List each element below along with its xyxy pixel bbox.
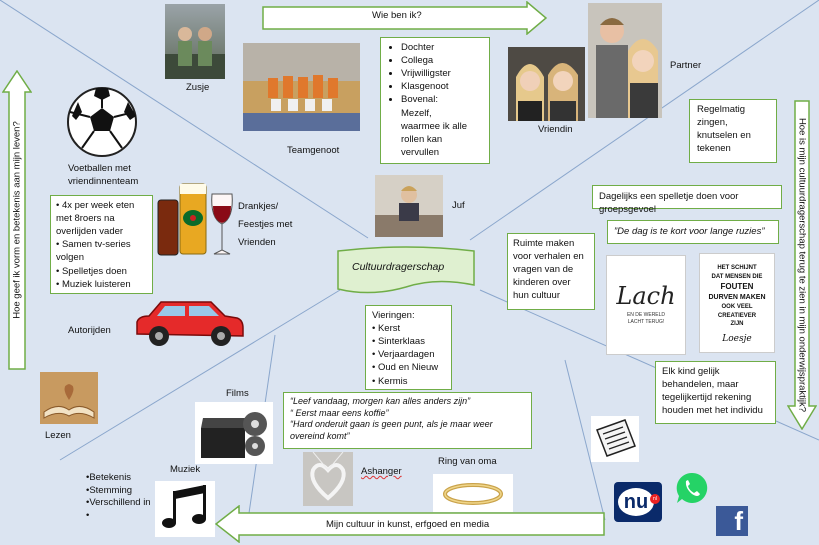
music-note-icon [155, 481, 215, 537]
sister-photo [165, 4, 225, 79]
football-caption: Voetballen met vriendinnenteam [68, 163, 139, 187]
ash-pendant-caption: Ashanger [361, 466, 402, 477]
partner-photo [588, 3, 662, 118]
sister-caption: Zusje [186, 82, 210, 93]
classroom-singing-box: Regelmatig zingen, knutselen en tekenen [689, 99, 777, 163]
reading-caption: Lezen [45, 430, 71, 441]
right-arrow-label: Hoe is mijn cultuurdragerschap terug te … [796, 117, 808, 413]
role-item: Bovenal: Mezelf, waarmee ik alle rollen … [401, 93, 467, 159]
classroom-game-box: Dagelijks een spelletje doen voor groeps… [592, 185, 782, 215]
right-arrow [787, 100, 817, 430]
role-item: Collega [401, 54, 485, 67]
teacher-photo [375, 175, 443, 237]
poster-loesje: HET SCHIJNT DAT MENSEN DIE FOUTEN DURVEN… [699, 253, 775, 353]
music-caption: Muziek [170, 464, 201, 475]
left-arrow [2, 70, 32, 370]
friend-caption: Vriendin [538, 124, 573, 135]
friend-photo [508, 47, 585, 121]
bottom-arrow-label: Mijn cultuur in kunst, erfgoed en media [326, 519, 490, 530]
media-note: •Betekenis [86, 472, 132, 483]
ring-icon [433, 474, 513, 512]
celebration-item: Kermis [372, 375, 445, 388]
poster-loesje-line: ZIJN [730, 321, 744, 328]
quote-line: “Hard onderuit gaan is geen punt, als je… [290, 419, 493, 442]
media-note-text: Verschillend in genres [89, 497, 150, 509]
leisure-list: 4x per week eten met 8roers na overlijde… [56, 199, 147, 291]
film-icon [195, 402, 273, 464]
poster-lach-sub: EN DE WERELD LACHT TERUG! [626, 312, 666, 325]
quote-line: “Leef vandaag, morgen kan alles anders z… [290, 396, 471, 406]
drinks-caption-text: Drankjes/ Feestjes met Vrienden [238, 201, 293, 249]
whatsapp-icon [676, 472, 708, 503]
quote-line: “ Eerst maar eens koffie” [290, 407, 389, 418]
poster-lach: Lach EN DE WERELD LACHT TERUG! [606, 255, 686, 355]
teammate-caption: Teamgenoot [287, 145, 340, 156]
nu-logo-icon: nu nl [614, 482, 662, 522]
role-item: Dochter [401, 41, 485, 54]
classroom-stories-box: Ruimte maken voor verhalen en vragen van… [507, 233, 595, 310]
celebrations-box: Vieringen: Kerst Sinterklaas Verjaardage… [365, 305, 452, 390]
poster-loesje-sign: Loesje [722, 334, 752, 345]
role-item: Vrijwilligster [401, 67, 485, 80]
teacher-caption: Juf [452, 200, 465, 211]
nu-logo-suffix: nl [650, 494, 660, 504]
role-item: Klasgenoot [401, 80, 485, 93]
nu-logo-text: nu [618, 488, 654, 516]
leisure-item: 4x per week eten met 8roers na overlijde… [56, 199, 147, 238]
facebook-logo-text: f [734, 506, 743, 536]
media-note: •Stemming [86, 484, 133, 496]
celebration-item: Sinterklaas [372, 335, 445, 348]
celebration-item: Verjaardagen [372, 348, 445, 361]
poster-loesje-line: DURVEN MAKEN [708, 293, 766, 301]
classroom-quote-box: ”De dag is te kort voor lange ruzies” [607, 220, 779, 244]
media-note: • [86, 509, 90, 521]
films-caption: Films [226, 388, 249, 399]
media-notes: •Betekenis •Stemming •Verschillend in ge… [86, 472, 150, 522]
leisure-item: Muziek luisteren [56, 278, 147, 291]
team-photo [243, 43, 360, 131]
newspaper-icon [591, 416, 639, 462]
roles-box: Dochter Collega Vrijwilligster Klasgenoo… [380, 37, 490, 164]
necklace-photo [303, 452, 353, 506]
leisure-item: Samen tv-series volgen [56, 238, 147, 264]
celebrations-list: Kerst Sinterklaas Verjaardagen Oud en Ni… [372, 322, 445, 388]
drinks-icon [157, 183, 233, 256]
poster-loesje-line: FOUTEN [720, 282, 754, 292]
ring-caption: Ring van oma [438, 456, 497, 467]
bottom-arrow [215, 505, 605, 543]
left-arrow-label: Hoe geef ik vorm en betekenis aan mijn l… [11, 121, 23, 319]
quotes-box: “Leef vandaag, morgen kan alles anders z… [283, 392, 532, 449]
facebook-icon: f [716, 506, 748, 536]
leisure-item: Spelletjes doen [56, 265, 147, 278]
top-arrow-label: Wie ben ik? [372, 10, 422, 21]
poster-lach-main: Lach [616, 282, 676, 310]
media-note-text: Stemming [89, 484, 133, 496]
poster-loesje-line: OOK VEEL [721, 304, 753, 311]
center-banner [337, 246, 475, 294]
roles-list: Dochter Collega Vrijwilligster Klasgenoo… [385, 41, 485, 159]
media-note-text: Betekenis [89, 472, 132, 483]
soccer-ball-icon [67, 87, 137, 157]
book-icon [40, 372, 98, 424]
celebrations-title: Vieringen: [372, 310, 415, 321]
leisure-box: 4x per week eten met 8roers na overlijde… [50, 195, 153, 294]
celebration-item: Kerst [372, 322, 445, 335]
center-title: Cultuurdragerschap [352, 261, 445, 273]
classroom-equal-box: Elk kind gelijk behandelen, maar tegelij… [655, 361, 776, 424]
media-note: •Verschillend in genres [86, 497, 150, 510]
driving-caption: Autorijden [68, 325, 111, 336]
poster-loesje-line: HET SCHIJNT [717, 265, 757, 271]
top-arrow [262, 1, 547, 35]
partner-caption: Partner [670, 60, 702, 71]
celebration-item: Oud en Nieuw [372, 361, 445, 374]
car-icon [136, 301, 244, 346]
poster-loesje-line: DAT MENSEN DIE [711, 273, 763, 280]
drinks-caption: Drankjes/ Feestjes met Vrienden [238, 198, 304, 252]
poster-loesje-line: CREATIEVER [717, 312, 757, 319]
